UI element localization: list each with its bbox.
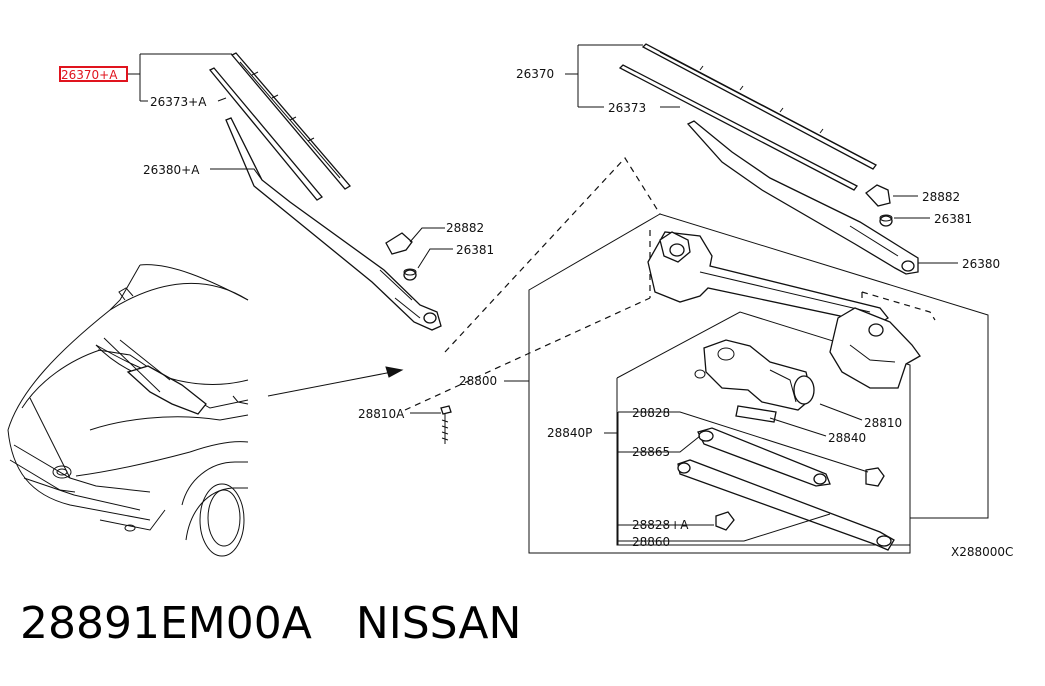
linkage-box [504,213,989,554]
callout-28800: 28800 [459,374,497,388]
callout-26373a: 26373+A [150,95,207,109]
footer-caption: 28891EM00A NISSAN [20,598,521,649]
linkage-parts [440,231,921,551]
callout-26380a: 26380+A [143,163,200,177]
callout-26380: 26380 [962,257,1000,271]
highlight-box [59,66,128,82]
linkage-leaders [410,403,869,545]
callout-26381-left: 26381 [456,243,494,257]
part-number: 28891EM00A [20,598,312,649]
diagram-reference-code: X288000C [951,545,1013,559]
callout-26370a: 26370+A [61,68,118,82]
car-outline [7,264,249,557]
callout-28840p: 28840P [547,426,592,440]
callout-26373: 26373 [608,101,646,115]
callout-28882-left: 28882 [446,221,484,235]
callout-26370: 26370 [516,67,554,81]
left-leaders [128,53,453,269]
right-leaders [565,44,958,264]
left-wiper-group [208,52,442,331]
callout-28865: 28865 [632,445,670,459]
right-wiper-group [618,43,919,275]
callout-28828a: 28828+A [632,518,689,532]
callout-28882-right: 28882 [922,190,960,204]
callout-28860: 28860 [632,535,670,549]
brand-name: NISSAN [355,598,522,649]
callout-26381-right: 26381 [934,212,972,226]
callout-28810: 28810 [864,416,902,430]
callout-28828: 28828 [632,406,670,420]
callout-28810a: 28810A [358,407,405,421]
callout-labels: 26370+A 26373+A 26380+A 28882 26381 2637… [61,67,1013,559]
callout-28840: 28840 [828,431,866,445]
pivot-dashes [404,157,936,411]
direction-arrow [267,366,404,397]
